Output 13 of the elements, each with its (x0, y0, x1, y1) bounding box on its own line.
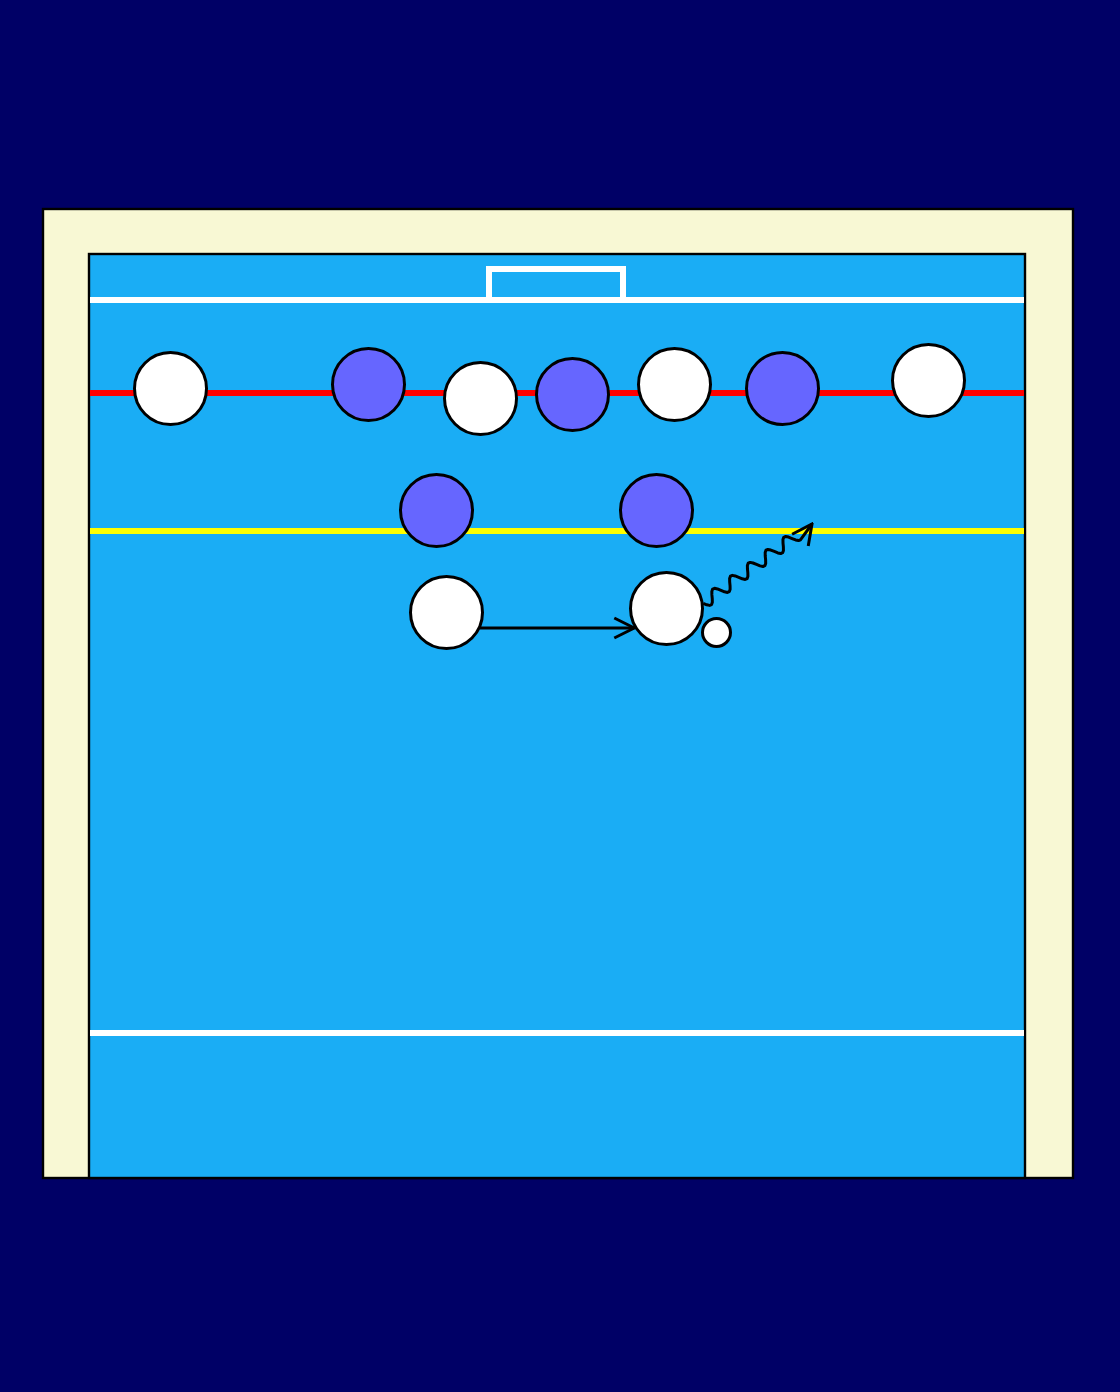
player-marker (743, 349, 821, 427)
player-marker (627, 569, 705, 647)
player-marker (407, 573, 485, 651)
arrow (479, 616, 636, 640)
player-marker (617, 471, 695, 549)
player-marker (397, 471, 475, 549)
player-marker (533, 355, 611, 433)
player-marker (132, 349, 210, 427)
player-marker (635, 345, 713, 423)
player-marker (441, 359, 519, 437)
wavy-arrow (702, 522, 814, 607)
player-marker (329, 345, 407, 423)
player-marker (889, 342, 967, 420)
